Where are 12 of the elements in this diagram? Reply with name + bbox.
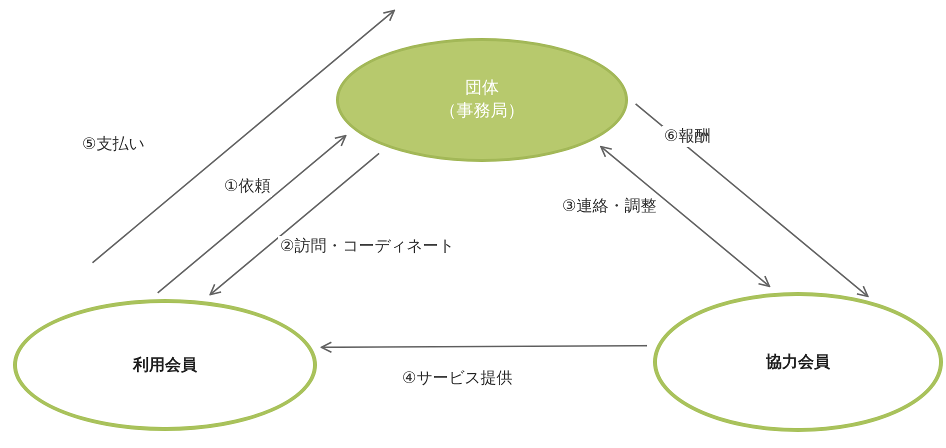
arrow [635, 103, 869, 298]
arrow [92, 10, 395, 264]
arrow [157, 134, 346, 294]
arrow [600, 146, 770, 288]
arrow [320, 341, 647, 354]
node-title: 利用会員 [133, 354, 197, 376]
node-subtitle: （事務局） [440, 100, 524, 123]
edge-label: ①依頼 [222, 176, 272, 197]
node-title: 協力会員 [766, 351, 830, 373]
node-title: 団体 [465, 77, 499, 100]
edge-label: ⑥報酬 [662, 126, 712, 147]
arrow [209, 152, 380, 296]
